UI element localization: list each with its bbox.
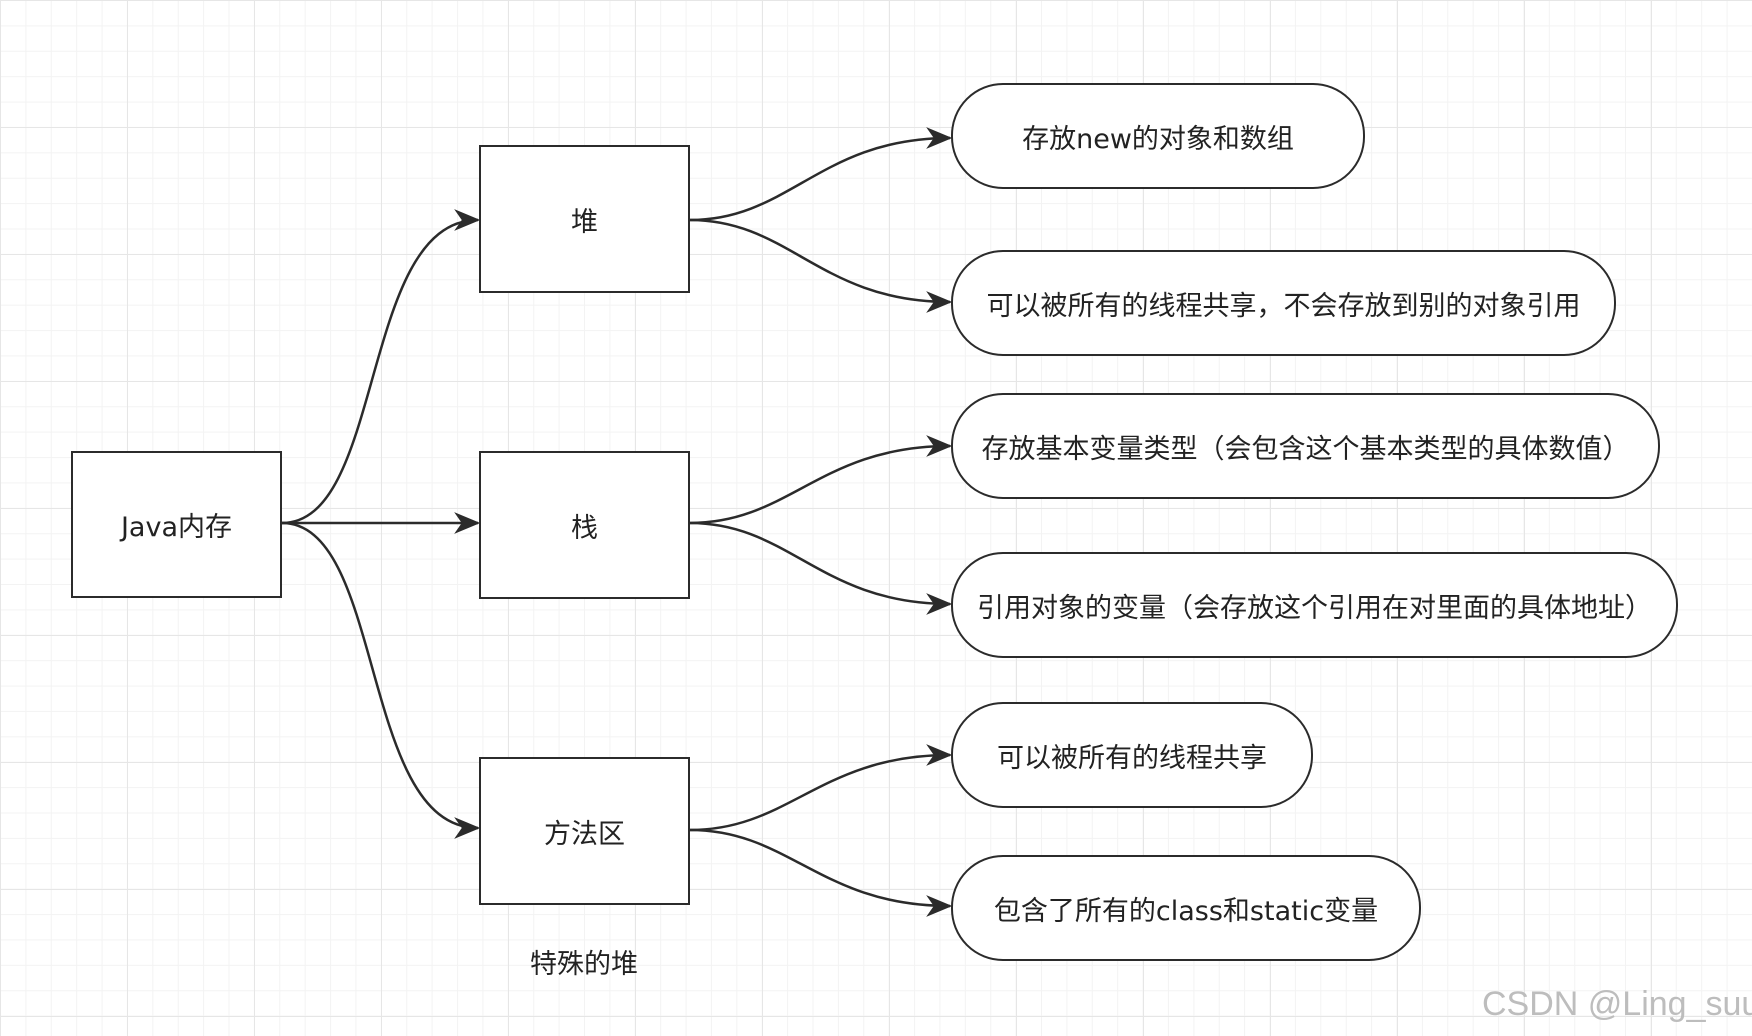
category-node-heap[interactable]: 堆 [479, 145, 690, 293]
category-label-stack: 栈 [571, 512, 598, 544]
note-heap-1-text: 存放new的对象和数组 [1022, 123, 1294, 155]
category-node-method-area[interactable]: 方法区 [479, 757, 690, 905]
edge-method-area-note-1 [689, 744, 953, 832]
note-method-area-2[interactable]: 包含了所有的class和static变量 [951, 855, 1421, 961]
note-heap-1[interactable]: 存放new的对象和数组 [951, 83, 1365, 189]
category-label-method-area: 方法区 [544, 818, 625, 850]
note-stack-1[interactable]: 存放基本变量类型（会包含这个基本类型的具体数值） [951, 393, 1660, 499]
edge-root-heap [281, 209, 481, 525]
category-node-stack[interactable]: 栈 [479, 451, 690, 599]
note-method-area-2-text: 包含了所有的class和static变量 [993, 895, 1379, 927]
note-stack-2[interactable]: 引用对象的变量（会存放这个引用在对里面的具体地址） [951, 552, 1678, 658]
note-stack-2-text: 引用对象的变量（会存放这个引用在对里面的具体地址） [977, 592, 1652, 624]
edge-heap-note-1 [689, 127, 953, 222]
edge-stack-note-1 [689, 435, 953, 525]
category-label-heap: 堆 [571, 206, 598, 238]
edge-method-area-note-2 [689, 828, 953, 917]
watermark: CSDN @Ling_suu [1482, 985, 1752, 1023]
edge-root-method-area [281, 521, 481, 839]
note-heap-2[interactable]: 可以被所有的线程共享，不会存放到别的对象引用 [951, 250, 1616, 356]
note-heap-2-text: 可以被所有的线程共享，不会存放到别的对象引用 [986, 290, 1581, 322]
note-method-area-1[interactable]: 可以被所有的线程共享 [951, 702, 1313, 808]
root-node-label: Java内存 [120, 512, 233, 543]
root-node-java-memory[interactable]: Java内存 [71, 451, 282, 598]
method-area-caption: 特殊的堆 [530, 949, 638, 980]
edge-heap-note-2 [689, 218, 953, 313]
note-method-area-1-text: 可以被所有的线程共享 [997, 742, 1267, 774]
edge-stack-note-2 [689, 521, 953, 615]
note-stack-1-text: 存放基本变量类型（会包含这个基本类型的具体数值） [981, 433, 1630, 465]
